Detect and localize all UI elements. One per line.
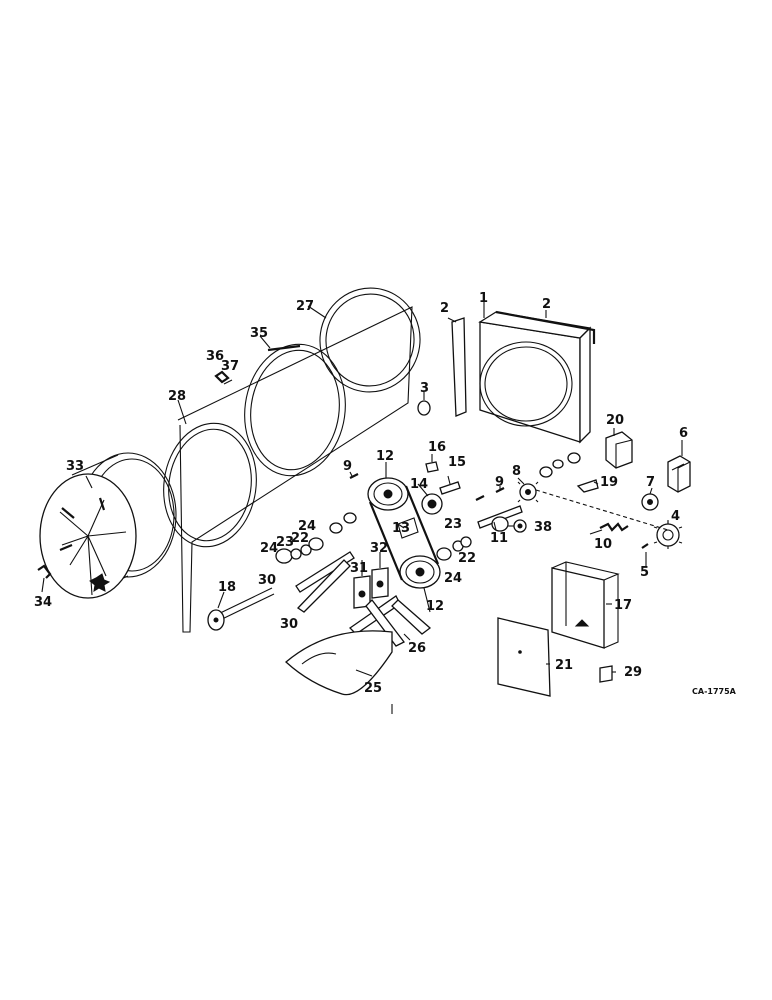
part-29-clip	[599, 665, 613, 683]
part-8-sprocket	[517, 481, 539, 503]
part-20-bracket	[605, 431, 633, 469]
part-10-spring	[599, 522, 629, 532]
part-2-side-strip	[451, 317, 467, 417]
callout-9-left: 9	[343, 459, 352, 474]
part-15-bolt	[439, 481, 461, 495]
part-26-bracket	[348, 595, 432, 647]
callout-35: 35	[250, 326, 268, 341]
callout-2-right: 2	[542, 297, 551, 312]
callout-12-upper: 12	[376, 449, 394, 464]
left-washer-cluster	[275, 512, 357, 564]
callout-29: 29	[624, 665, 642, 680]
callout-15: 15	[448, 455, 466, 470]
callout-18: 18	[218, 580, 236, 595]
callout-34: 34	[34, 595, 52, 610]
callout-19: 19	[600, 475, 618, 490]
callout-13: 13	[392, 521, 410, 536]
part-12-upper-pulley	[367, 477, 409, 511]
callout-1: 1	[479, 291, 488, 306]
callout-21: 21	[555, 658, 573, 673]
part-19-tab	[576, 479, 599, 493]
callout-10: 10	[594, 537, 612, 552]
part-30-strap-upper	[295, 551, 355, 593]
callout-36: 36	[206, 349, 224, 364]
part-4-sprocket	[653, 521, 683, 549]
callout-25: 25	[364, 681, 382, 696]
part-6-bracket	[667, 455, 691, 493]
part-14-pulley-hub	[421, 493, 443, 515]
part-38-nut	[513, 519, 527, 533]
part-35-ring	[244, 343, 346, 477]
callout-31: 31	[350, 561, 368, 576]
callout-2-left: 2	[440, 301, 449, 316]
callout-30-upper: 30	[258, 573, 276, 588]
part-32-plate	[371, 567, 389, 599]
callout-26: 26	[408, 641, 426, 656]
part-9-pin-left	[349, 473, 359, 479]
part-5-pin	[641, 543, 649, 549]
part-13-belt	[368, 485, 440, 581]
callout-12-lower: 12	[426, 599, 444, 614]
callout-6: 6	[679, 426, 688, 441]
part-30-strap-lower	[296, 559, 351, 613]
part-12-lower-pulley	[399, 555, 441, 589]
part-33-fan-housing	[39, 452, 177, 599]
part-3-knob	[417, 400, 431, 416]
callout-9-right: 9	[495, 475, 504, 490]
callout-14: 14	[410, 477, 428, 492]
callout-8: 8	[512, 464, 521, 479]
callout-30-lower: 30	[280, 617, 298, 632]
callout-16: 16	[428, 440, 446, 455]
callout-labels: 1 2 2 3 4 5 6 7 8 9 9 10 11 12 12 13 14 …	[34, 291, 737, 696]
callout-24-right: 24	[444, 571, 462, 586]
callout-37: 37	[221, 359, 239, 374]
part-7-sprocket	[641, 493, 659, 511]
back-panel	[177, 306, 413, 633]
callout-22-right: 22	[458, 551, 476, 566]
callout-27: 27	[296, 299, 314, 314]
part-36-37-small-bracket	[214, 370, 233, 385]
part-25-curved-shield	[285, 630, 393, 696]
part-34-clip	[37, 564, 52, 579]
part-27-ring	[319, 287, 421, 393]
callout-24-left: 24	[260, 541, 278, 556]
callout-22-left: 22	[291, 531, 309, 546]
callout-5: 5	[640, 565, 649, 580]
part-18-shaft	[207, 587, 275, 631]
part-28-ring	[163, 422, 257, 548]
callout-11: 11	[490, 531, 508, 546]
callout-28: 28	[168, 389, 186, 404]
leader-lines	[41, 300, 683, 677]
callout-20: 20	[606, 413, 624, 428]
part-16-bolt	[425, 461, 439, 473]
callout-33: 33	[66, 459, 84, 474]
callout-24-middle: 24	[298, 519, 316, 534]
right-washer-cluster	[436, 516, 509, 561]
callout-38: 38	[534, 520, 552, 535]
part-9-pin-right	[475, 495, 485, 501]
part-31-plate	[353, 575, 371, 609]
callout-17: 17	[614, 598, 632, 613]
part-17-frame	[551, 561, 620, 649]
part-21-panel	[497, 617, 551, 697]
drawing-code: CA-1775A	[692, 687, 737, 696]
callout-23-left: 23	[276, 535, 294, 550]
callout-23-right: 23	[444, 517, 462, 532]
callout-32: 32	[370, 541, 388, 556]
callout-3: 3	[420, 381, 429, 396]
callout-7: 7	[646, 475, 655, 490]
part-1-fan-shroud	[478, 310, 596, 444]
shaft-collars	[539, 452, 581, 478]
callout-4: 4	[671, 509, 680, 524]
centerline-dashed	[535, 489, 669, 531]
